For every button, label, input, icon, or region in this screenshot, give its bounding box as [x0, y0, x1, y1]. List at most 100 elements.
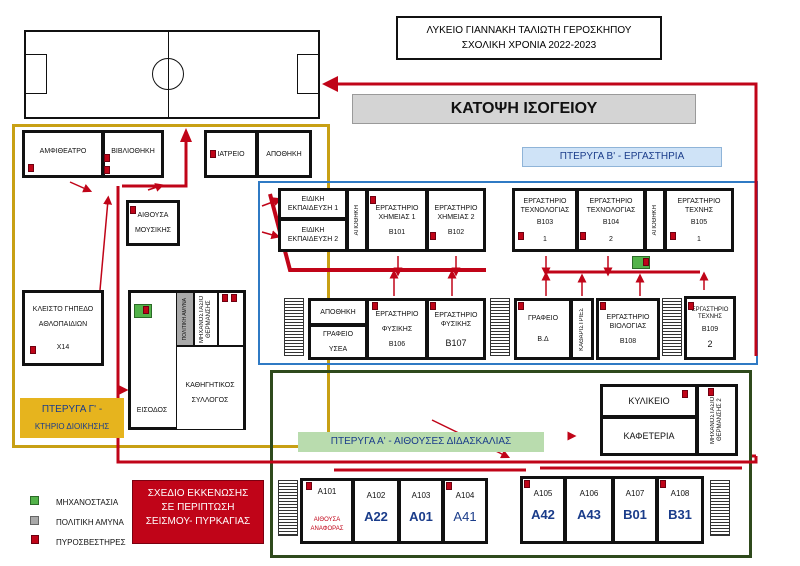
extinguisher-icon: [143, 306, 149, 314]
a102-code: A102: [366, 491, 386, 500]
extinguisher-icon: [600, 302, 606, 310]
room-storage-b1: ΑΠΟΘΗΚΗ: [346, 188, 368, 252]
court-label-1: ΚΛΕΙΣΤΟ ΓΗΠΕΔΟ: [32, 305, 94, 313]
legend-civil-swatch: [30, 516, 39, 525]
room-civil-defense: ΠΟΛΙΤΙΚΗ ΑΜΥΝΑ: [176, 292, 194, 346]
extinguisher-icon: [370, 196, 376, 204]
cleaners-label: ΚΑΘΑΡΙΣΤΡΙΕΣ: [578, 307, 585, 351]
staff-label-1: ΚΑΘΗΓΗΤΙΚΟΣ: [185, 382, 235, 389]
storage-b2-label: ΑΠΟΘΗΚΗ: [651, 204, 658, 236]
usea-label-1: ΓΡΑΦΕΙΟ: [322, 331, 354, 338]
room-indoor-court: ΚΛΕΙΣΤΟ ΓΗΠΕΔΟ ΑΘΛΟΠΑΙΔΙΩΝ X14: [22, 290, 104, 366]
a104-code: A104: [455, 491, 475, 500]
heating2-label: ΜΗΧΑΝΟΣΤΑΣΙΟ ΘΕΡΜΑΝΣΗΣ 2: [710, 396, 723, 444]
a108-sub: B31: [668, 507, 692, 522]
extinguisher-icon: [130, 206, 136, 214]
phys2-code: B107: [445, 337, 467, 348]
room-storage-lower: ΑΠΟΘΗΚΗ: [308, 298, 368, 326]
evacuation-plan-box: ΣΧΕΔΙΟ ΕΚΚΕΝΩΣΗΣ ΣΕ ΠΕΡΙΠΤΩΣΗ ΣΕΙΣΜΟΥ- Π…: [132, 480, 264, 544]
extinguisher-icon: [372, 302, 378, 310]
phys1-label-1: ΕΡΓΑΣΤΗΡΙΟ: [375, 310, 419, 318]
canteen-label: ΚΥΛΙΚΕΙΟ: [628, 395, 670, 406]
a105-sub: A42: [531, 507, 555, 522]
bio-code: B108: [619, 337, 637, 345]
chem1-code: B101: [388, 228, 406, 236]
extinguisher-icon: [660, 480, 666, 488]
legend-machine-swatch: [30, 496, 39, 505]
special-ed-1-label: ΕΙΔΙΚΗ ΕΚΠΑΙΔΕΥΣΗ 1: [287, 196, 339, 212]
room-chem-2: ΕΡΓΑΣΤΗΡΙΟ ΧΗΜΕΙΑΣ 2 B102: [426, 188, 486, 252]
art1-num: 1: [697, 235, 701, 243]
extinguisher-icon: [104, 154, 110, 162]
extinguisher-icon: [518, 302, 524, 310]
music-label-1: ΑΙΘΟΥΣΑ: [137, 212, 169, 219]
extinguisher-icon: [28, 164, 34, 172]
a104-sub: A41: [453, 509, 477, 524]
evacuation-line-2: ΣΕ ΠΕΡΙΠΤΩΣΗ: [161, 502, 235, 513]
wing-a-border: [270, 370, 752, 558]
plan-title: ΚΑΤΟΨΗ ΙΣΟΓΕΙΟΥ: [352, 94, 696, 124]
room-art-2: ΕΡΓΑΣΤΗΡΙΟ ΤΕΧΝΗΣ B109 2: [684, 296, 736, 360]
evacuation-line-3: ΣΕΙΣΜΟΥ- ΠΥΡΚΑΓΙΑΣ: [145, 516, 251, 527]
classroom-a107: A107 B01: [612, 476, 658, 544]
a107-code: A107: [625, 489, 645, 498]
wing-g-border: [12, 124, 330, 448]
tech2-num: 2: [609, 235, 613, 243]
pitch-center-circle: [152, 58, 184, 90]
wing-a-label: ΠΤΕΡΥΓΑ Α' - ΑΙΘΟΥΣΕΣ ΔΙΔΑΣΚΑΛΙΑΣ: [298, 432, 544, 452]
heating-label: ΜΗΧΑΝΟΣΤΑΣΙΟ ΘΕΡΜΑΝΣΗΣ: [199, 295, 212, 343]
legend-civil-label: ΠΟΛΙΤΙΚΗ ΑΜΥΝΑ: [56, 518, 124, 527]
a101-sub-2: ΑΝΑΦΟΡΑΣ: [310, 526, 344, 532]
room-art-1: ΕΡΓΑΣΤΗΡΙΟ ΤΕΧΝΗΣ B105 1: [664, 188, 734, 252]
school-name: ΛΥΚΕΙΟ ΓΙΑΝΝΑΚΗ ΤΑΛΙΩΤΗ ΓΕΡΟΣΚΗΠΟΥ: [426, 25, 632, 36]
extinguisher-icon: [231, 294, 237, 302]
office-bd-label-2: Β.Δ: [537, 336, 549, 343]
room-tech-2: ΕΡΓΑΣΤΗΡΙΟ ΤΕΧΝΟΛΟΓΙΑΣ B104 2: [576, 188, 646, 252]
bio-name: ΕΡΓΑΣΤΗΡΙΟ ΒΙΟΛΟΓΙΑΣ: [606, 313, 650, 330]
room-heating: ΜΗΧΑΝΟΣΤΑΣΙΟ ΘΕΡΜΑΝΣΗΣ: [194, 292, 218, 346]
wing-g-label-line1: ΠΤΕΡΥΓΑ Γ' -: [41, 404, 103, 415]
chem2-name: ΕΡΓΑΣΤΗΡΙΟ ΧΗΜΕΙΑΣ 2: [434, 204, 478, 221]
stairs-b-mid: [490, 298, 510, 356]
extinguisher-icon: [104, 166, 110, 174]
storage-lower-label: ΑΠΟΘΗΚΗ: [320, 308, 356, 316]
wing-b-label: ΠΤΕΡΥΓΑ Β' - ΕΡΓΑΣΤΗΡΙΑ: [522, 147, 722, 167]
a102-sub: A22: [364, 509, 388, 524]
art2-name: ΕΡΓΑΣΤΗΡΙΟ ΤΕΧΝΗΣ: [691, 307, 729, 320]
phys1-label-2: ΦΥΣΙΚΗΣ: [381, 325, 413, 333]
chem2-code: B102: [447, 228, 465, 236]
a106-code: A106: [579, 489, 599, 498]
amphitheatre-label: ΑΜΦΙΘΕΑΤΡΟ: [39, 148, 87, 155]
legend-machine-label: ΜΗΧΑΝΟΣΤΑΣΙΑ: [56, 498, 119, 507]
tech1-code: B103: [536, 218, 554, 226]
school-title-box: ΛΥΚΕΙΟ ΓΙΑΝΝΑΚΗ ΤΑΛΙΩΤΗ ΓΕΡΟΣΚΗΠΟΥ ΣΧΟΛΙ…: [396, 16, 662, 60]
art2-code: B109: [701, 326, 719, 333]
stairs-b-right: [662, 298, 682, 356]
tech2-name: ΕΡΓΑΣΤΗΡΙΟ ΤΕΧΝΟΛΟΓΙΑΣ: [586, 197, 636, 214]
office-bd-label-1: ΓΡΑΦΕΙΟ: [527, 315, 559, 322]
infirmary-label: ΙΑΤΡΕΙΟ: [217, 150, 245, 158]
pitch-left-box: [25, 54, 47, 94]
phys1-code: B106: [388, 340, 406, 348]
cafeteria-label: ΚΑΦΕΤΕΡΙΑ: [623, 430, 675, 441]
classroom-a108: A108 B31: [656, 476, 704, 544]
room-special-ed-2: ΕΙΔΙΚΗ ΕΚΠΑΙΔΕΥΣΗ 2: [278, 218, 348, 252]
extinguisher-icon: [430, 232, 436, 240]
school-year: ΣΧΟΛΙΚΗ ΧΡΟΝΙΑ 2022-2023: [461, 40, 597, 51]
extinguisher-icon: [30, 346, 36, 354]
civil-defense-label: ΠΟΛΙΤΙΚΗ ΑΜΥΝΑ: [182, 297, 188, 341]
storage-b1-label: ΑΠΟΘΗΚΗ: [353, 204, 360, 236]
storage-g-label: ΑΠΟΘΗΚΗ: [266, 150, 302, 158]
wing-g-label-line2: ΚΤΗΡΙΟ ΔΙΟΙΚΗΣΗΣ: [34, 422, 110, 431]
art1-code: B105: [690, 218, 708, 226]
extinguisher-icon: [670, 232, 676, 240]
a107-sub: B01: [623, 507, 647, 522]
evacuation-line-1: ΣΧΕΔΙΟ ΕΚΚΕΝΩΣΗΣ: [147, 488, 249, 499]
chem1-name: ΕΡΓΑΣΤΗΡΙΟ ΧΗΜΕΙΑΣ 1: [375, 204, 419, 221]
room-library: ΒΙΒΛΙΟΘΗΚΗ: [102, 130, 164, 178]
extinguisher-icon: [306, 482, 312, 490]
football-pitch: [24, 30, 320, 119]
room-biology: ΕΡΓΑΣΤΗΡΙΟ ΒΙΟΛΟΓΙΑΣ B108: [596, 298, 660, 360]
room-usea-office: ΓΡΑΦΕΙΟ ΥΣΕΑ: [308, 324, 368, 360]
a103-sub: A01: [409, 509, 433, 524]
